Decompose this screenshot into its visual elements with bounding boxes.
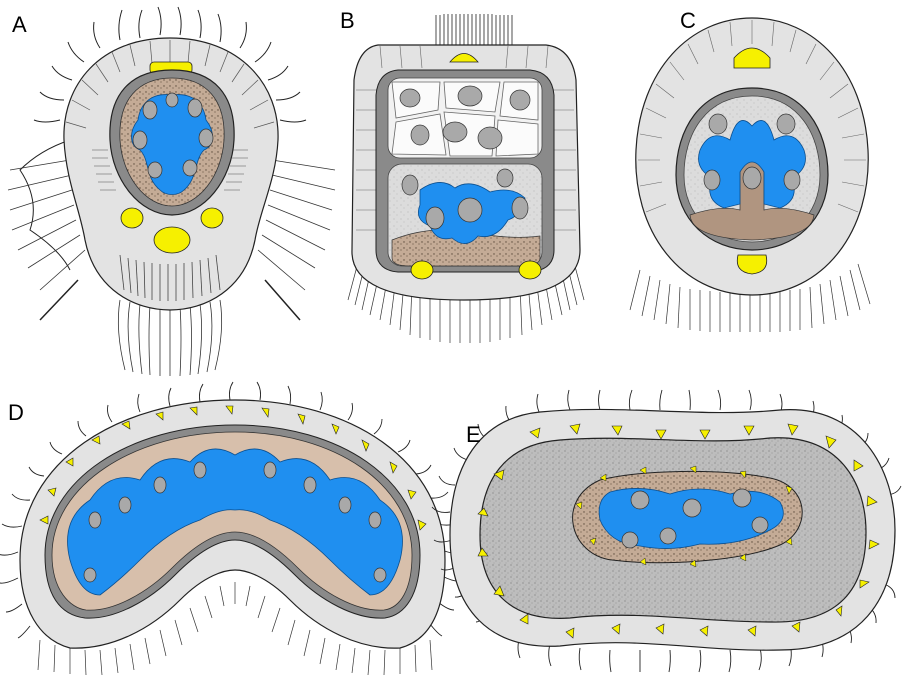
- panel-b-yellow-right: [519, 261, 541, 279]
- panel-b: B: [340, 8, 584, 343]
- panel-a-bottom-cilia: [118, 300, 221, 376]
- panel-a: A: [8, 7, 335, 376]
- panel-d-label: D: [8, 400, 24, 425]
- panel-b-yellow-left: [411, 261, 433, 279]
- panel-c-label: C: [680, 8, 696, 33]
- panel-c: C: [630, 8, 870, 332]
- panel-b-top-bristles: [436, 14, 512, 45]
- panel-a-yellow-left: [121, 208, 143, 228]
- panel-d: D: [0, 382, 462, 675]
- panel-e: E: [432, 390, 901, 672]
- panel-b-label: B: [340, 8, 355, 33]
- panel-e-label: E: [466, 422, 481, 447]
- panel-a-left-wing: [20, 140, 70, 270]
- panel-a-yellow-right: [201, 208, 223, 228]
- panel-a-yellow-bottom: [154, 227, 190, 253]
- panel-a-label: A: [12, 12, 27, 37]
